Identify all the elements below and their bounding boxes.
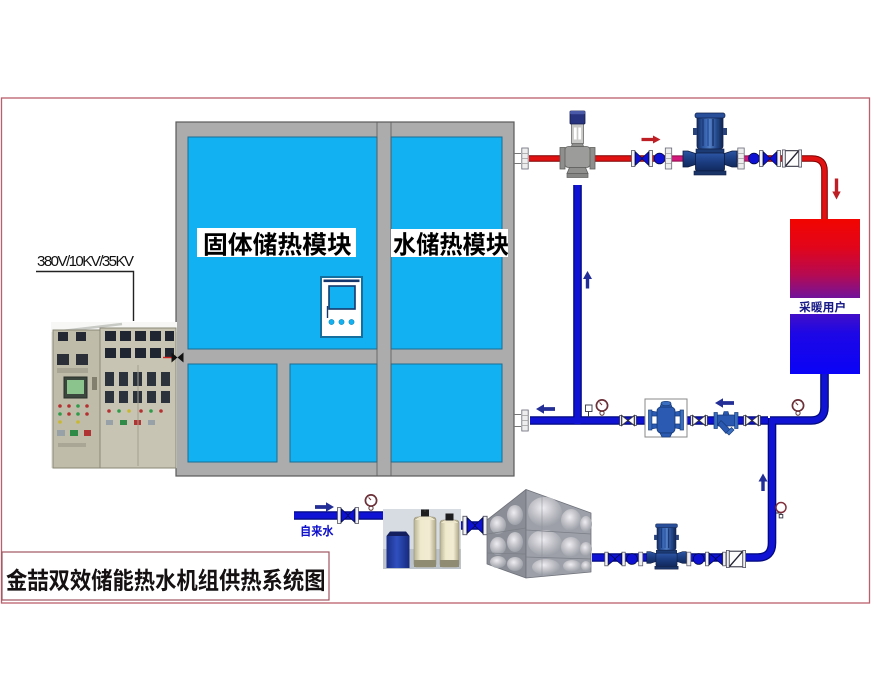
svg-text:380V/10KV/35KV: 380V/10KV/35KV <box>37 253 134 270</box>
